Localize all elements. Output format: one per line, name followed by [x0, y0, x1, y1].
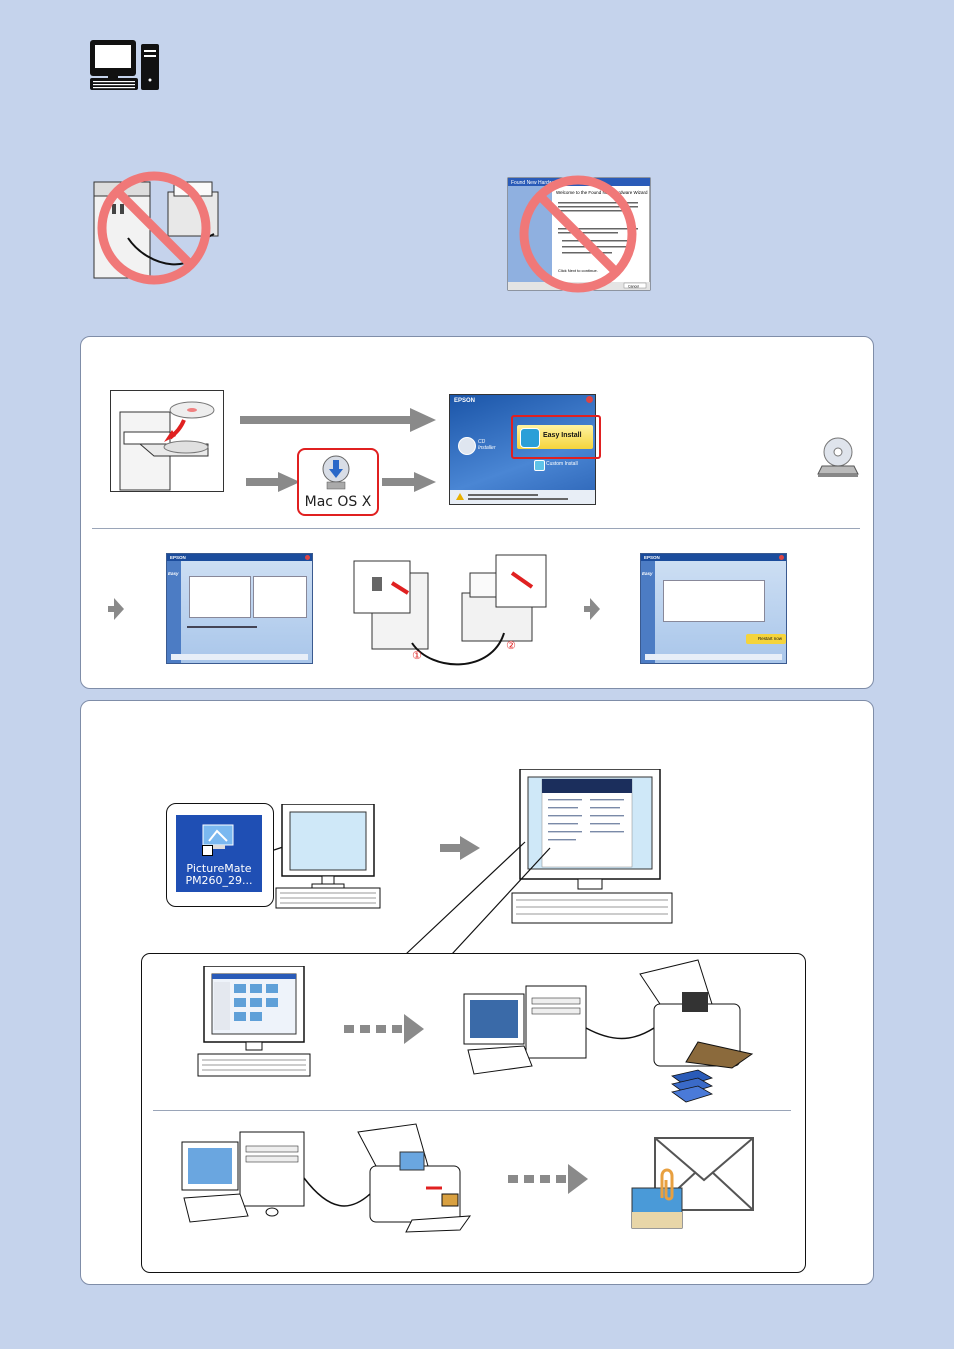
picturemate-app-icon: [202, 824, 234, 849]
zoom-callout-lines: [400, 840, 560, 956]
easy-install-button[interactable]: Easy Install: [511, 415, 601, 459]
mac-os-x-label: Mac OS X: [304, 494, 372, 510]
cd-insert-illustration: [110, 390, 224, 492]
arrow-right-icon: [246, 472, 300, 492]
prohibited-connect-illustration: [88, 168, 238, 290]
photo-browser-monitor-illustration: [196, 966, 312, 1078]
cd-icon: [458, 437, 476, 455]
finish-install-screen: EPSON Easy Restart now: [640, 553, 787, 664]
connect-screen-brand: EPSON: [170, 555, 186, 560]
wizard-title-bar: Found New Hardware Wizard: [511, 180, 577, 186]
dashed-arrow-right-icon: [508, 1164, 588, 1194]
restart-now-label: Restart now: [758, 636, 783, 641]
easy-install-icon: [520, 428, 540, 448]
custom-install-label: Custom Install: [546, 461, 578, 467]
dashed-arrow-right-icon: [344, 1014, 424, 1044]
arrow-right-icon: [440, 836, 480, 860]
software-monitor-illustration: [508, 769, 676, 927]
cable-connection-illustration: ① ②: [352, 553, 552, 669]
shortcut-label-line2: PM260_29...: [185, 874, 253, 887]
subpanel-divider: [153, 1110, 791, 1111]
prohibited-wizard-illustration: Found New Hardware Wizard Welcome to the…: [506, 168, 654, 296]
computer-icon: [90, 40, 162, 92]
computer-printer-card-illustration: [180, 1122, 472, 1234]
close-icon: [586, 396, 593, 403]
cd-drive-icon: [816, 434, 860, 478]
close-icon: [779, 555, 784, 560]
shortcut-label-line1: PictureMate: [186, 862, 252, 875]
cable-callout-second: ②: [506, 639, 516, 652]
shortcut-arrow-icon: [202, 845, 213, 856]
wizard-cancel-button: Cancel: [628, 284, 639, 288]
mac-os-x-badge: Mac OS X: [297, 448, 379, 516]
installer-disk-icon: [322, 455, 350, 490]
installer-window: EPSON CD Installer Easy Install Custom I…: [449, 394, 601, 505]
wizard-next-hint: Click Next to continue.: [558, 268, 598, 273]
desktop-computer-illustration: [272, 804, 384, 910]
installer-footer: [450, 490, 595, 504]
connect-screen-tab: Easy: [168, 571, 179, 576]
close-icon: [305, 555, 310, 560]
step-arrow-icon: [584, 598, 600, 620]
arrow-right-icon: [240, 408, 436, 432]
finish-screen-brand: EPSON: [644, 555, 660, 560]
connect-cable-screen: EPSON Easy: [166, 553, 313, 664]
cable-callout-first: ①: [412, 649, 422, 662]
restart-now-button[interactable]: Restart now: [746, 634, 786, 644]
email-attachment-illustration: [628, 1136, 756, 1232]
computer-printer-print-illustration: [462, 958, 756, 1106]
wizard-heading: Welcome to the Found New Hardware Wizard: [556, 190, 648, 195]
step-arrow-icon: [108, 598, 124, 620]
arrow-right-icon: [382, 472, 436, 492]
easy-install-label: Easy Install: [543, 432, 582, 439]
finish-screen-tab: Easy: [642, 571, 653, 576]
warning-icon: [456, 493, 464, 500]
cd-installer-label: CD Installer: [478, 439, 496, 451]
panel-divider: [92, 528, 860, 529]
custom-install-button[interactable]: Custom Install: [534, 459, 584, 471]
custom-install-icon: [534, 460, 545, 471]
picturemate-shortcut-icon[interactable]: PictureMate PM260_29...: [176, 815, 262, 892]
installer-brand: EPSON: [454, 398, 476, 404]
paperclip-icon: [660, 1168, 674, 1201]
